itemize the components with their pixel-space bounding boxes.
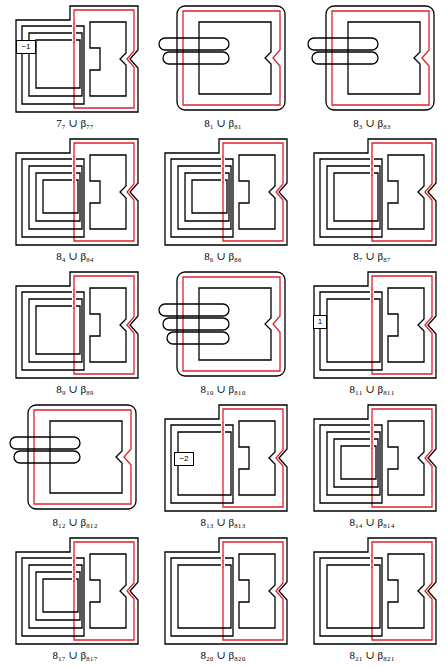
figure-caption: 8₂₁ ∪ β₈₂₁	[350, 649, 395, 662]
figure-caption: 8₁₀ ∪ β₈₁₀	[201, 383, 246, 396]
figure-caption: 8₁₃ ∪ β₈₁₃	[201, 516, 246, 529]
figure-caption: 8₁₂ ∪ β₈₁₂	[53, 516, 98, 529]
figure-caption: 7₇ ∪ β₇₇	[56, 117, 93, 130]
twist-box-number: −2	[174, 452, 193, 466]
twist-box-number: −1	[16, 40, 35, 54]
figure-caption: 8₆ ∪ β₈₆	[204, 250, 241, 263]
figure-caption: 8₂₀ ∪ β₈₂₀	[201, 649, 246, 662]
figure-caption: 8₄ ∪ β₈₄	[56, 250, 93, 263]
figure-caption: 8₁ ∪ β₈₁	[204, 117, 241, 130]
figure-caption: 8₁₇ ∪ β₈₁₇	[53, 649, 98, 662]
figure-caption: 8₇ ∪ β₈₇	[353, 250, 390, 263]
figure-caption: 8₉ ∪ β₈₉	[56, 383, 93, 396]
figure-caption: 8₁₁ ∪ β₈₁₁	[350, 383, 395, 396]
figure-caption: 8₁₄ ∪ β₈₁₄	[350, 516, 395, 529]
figure-caption: 8₃ ∪ β₈₃	[353, 117, 390, 130]
twist-box-number: 1	[313, 315, 327, 329]
